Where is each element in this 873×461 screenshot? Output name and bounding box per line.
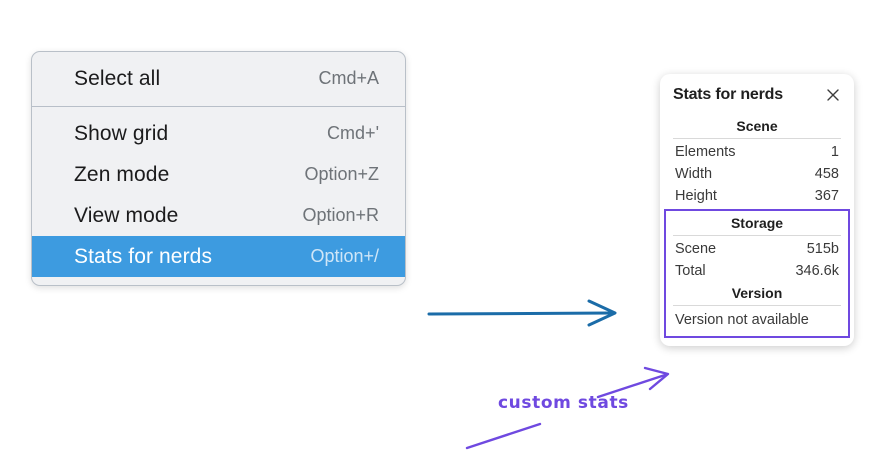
stat-key: Scene <box>675 241 717 257</box>
table-row: Height 367 <box>673 185 841 207</box>
stats-section-storage: Storage Scene 515b Total 346.6k <box>673 212 841 282</box>
menu-item-label: Zen mode <box>74 162 170 186</box>
menu-item-shortcut: Cmd+A <box>318 68 379 88</box>
menu-item-show-grid[interactable]: Show grid Cmd+' <box>32 113 405 154</box>
menu-separator <box>32 106 405 107</box>
version-status-text: Version not available <box>675 312 809 328</box>
stat-value: 1 <box>830 144 839 160</box>
custom-stats-annotation-label: custom stats <box>498 393 629 413</box>
menu-item-shortcut: Option+Z <box>304 164 379 184</box>
menu-item-label: Show grid <box>74 121 169 145</box>
menu-item-zen-mode[interactable]: Zen mode Option+Z <box>32 154 405 195</box>
stats-section-scene: Scene Elements 1 Width 458 Height 367 <box>673 115 841 207</box>
stat-value: 458 <box>814 166 839 182</box>
table-row: Elements 1 <box>673 141 841 163</box>
table-row: Total 346.6k <box>673 260 841 282</box>
menu-item-stats-for-nerds[interactable]: Stats for nerds Option+/ <box>32 236 405 277</box>
context-menu[interactable]: Select all Cmd+A Show grid Cmd+' Zen mod… <box>31 51 406 286</box>
menu-item-label: View mode <box>74 203 179 227</box>
panel-header: Stats for nerds <box>673 86 841 104</box>
stat-key: Width <box>675 166 713 182</box>
menu-group-view: Show grid Cmd+' Zen mode Option+Z View m… <box>32 113 405 277</box>
menu-group-selection: Select all Cmd+A <box>32 58 405 99</box>
section-heading: Storage <box>730 215 784 231</box>
stats-for-nerds-panel: Stats for nerds Scene Elements 1 Width 4… <box>660 74 854 346</box>
section-divider <box>673 235 841 236</box>
stats-section-version: Version Version not available <box>673 282 841 332</box>
purple-underline-stroke <box>465 422 542 450</box>
menu-item-shortcut: Option+R <box>302 205 379 225</box>
blue-arrow-icon <box>427 299 617 327</box>
stat-key: Total <box>675 263 706 279</box>
menu-item-select-all[interactable]: Select all Cmd+A <box>32 58 405 99</box>
custom-stats-highlight-box: Storage Scene 515b Total 346.6k Version … <box>664 209 850 338</box>
stat-value: 367 <box>814 188 839 204</box>
stat-key: Height <box>675 188 717 204</box>
section-divider <box>673 138 841 139</box>
menu-item-label: Select all <box>74 66 161 90</box>
stat-value: 346.6k <box>795 263 839 279</box>
panel-title: Stats for nerds <box>673 86 783 103</box>
table-row: Scene 515b <box>673 238 841 260</box>
close-icon[interactable] <box>825 87 841 103</box>
section-heading: Scene <box>736 118 778 134</box>
section-heading: Version <box>731 285 783 301</box>
menu-item-view-mode[interactable]: View mode Option+R <box>32 195 405 236</box>
stat-value: 515b <box>806 241 839 257</box>
menu-item-shortcut: Cmd+' <box>327 123 379 143</box>
table-row: Width 458 <box>673 163 841 185</box>
menu-item-label: Stats for nerds <box>74 244 213 268</box>
stat-key: Elements <box>675 144 736 160</box>
menu-item-shortcut: Option+/ <box>310 246 379 266</box>
section-divider <box>673 305 841 306</box>
